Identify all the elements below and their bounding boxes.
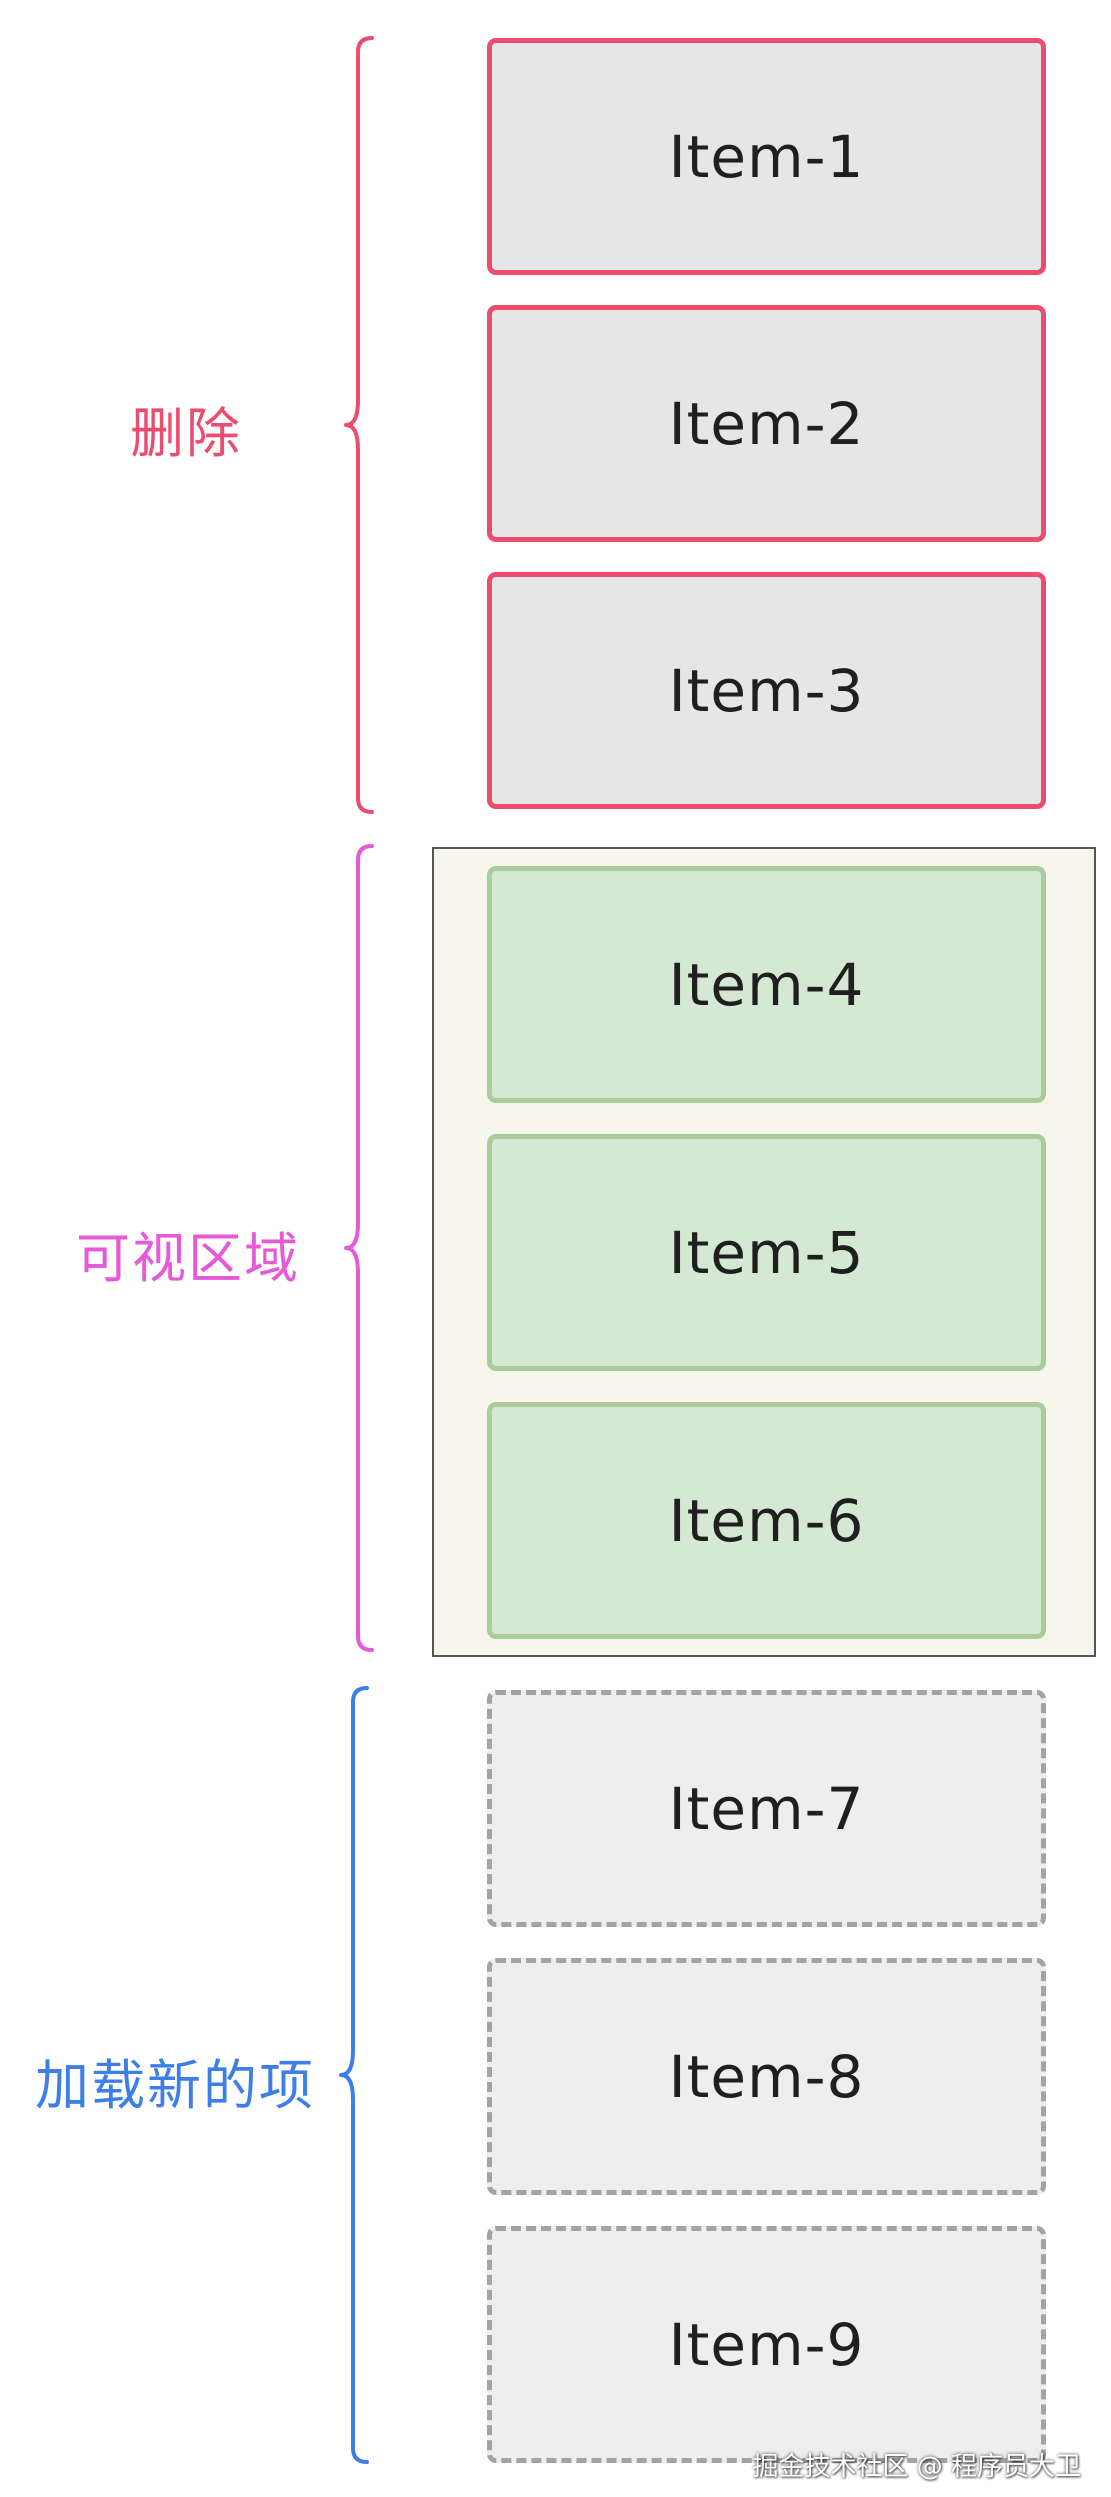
watermark-text: 掘金技术社区 @ 程序员大卫 [752, 2452, 1081, 2482]
list-item: Item-4 [487, 866, 1046, 1103]
group-label-load-new-items: 加载新的项 [35, 2054, 315, 2117]
group-label-delete: 删除 [130, 402, 242, 465]
brace-delete-group [344, 36, 374, 814]
list-item: Item-3 [487, 572, 1046, 809]
brace-load-group [339, 1686, 369, 2464]
list-item: Item-9 [487, 2226, 1046, 2463]
list-item: Item-5 [487, 1134, 1046, 1371]
list-item: Item-7 [487, 1690, 1046, 1927]
list-item: Item-2 [487, 305, 1046, 542]
list-item: Item-6 [487, 1402, 1046, 1639]
list-item: Item-8 [487, 1958, 1046, 2195]
list-item: Item-1 [487, 38, 1046, 275]
brace-visible-group [344, 844, 374, 1652]
group-label-visible-area: 可视区域 [76, 1227, 300, 1290]
